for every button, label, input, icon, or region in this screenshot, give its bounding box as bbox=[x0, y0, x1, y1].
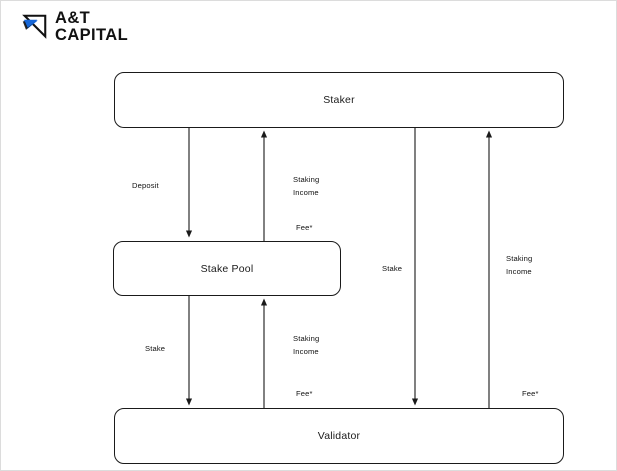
brand-logo: A&T CAPITAL bbox=[19, 10, 128, 43]
brand-wordmark: A&T CAPITAL bbox=[55, 10, 128, 43]
edge-label-fee-pool-to-staker: Fee* bbox=[296, 223, 313, 232]
edge-label-staking-income-validator-to-pool: Staking Income bbox=[293, 332, 319, 358]
node-staker[interactable]: Staker bbox=[114, 72, 564, 128]
brand-line-1: A&T bbox=[55, 9, 91, 27]
edge-label-deposit: Deposit bbox=[132, 181, 159, 190]
at-capital-logo-mark-icon bbox=[22, 14, 47, 39]
edge-label-line-staking: Staking bbox=[293, 334, 320, 343]
edge-label-line-income: Income bbox=[506, 267, 532, 276]
edge-label-staking-income-validator-to-staker: Staking Income bbox=[506, 252, 532, 278]
edge-label-line-income: Income bbox=[293, 188, 319, 197]
brand-line-2: CAPITAL bbox=[55, 25, 129, 44]
node-validator[interactable]: Validator bbox=[114, 408, 564, 464]
edge-label-staking-income-pool-to-staker: Staking Income bbox=[293, 173, 319, 199]
edge-label-line-staking: Staking bbox=[506, 254, 533, 263]
edge-label-stake-staker-to-validator: Stake bbox=[382, 264, 403, 273]
node-validator-label: Validator bbox=[317, 430, 361, 442]
node-stake-pool-label: Stake Pool bbox=[200, 262, 254, 275]
node-stake-pool[interactable]: Stake Pool bbox=[113, 241, 341, 296]
edge-label-line-staking: Staking bbox=[293, 175, 320, 184]
edge-label-line-income: Income bbox=[293, 347, 319, 356]
edge-label-fee-validator-to-pool: Fee* bbox=[296, 389, 313, 398]
node-staker-label: Staker bbox=[323, 94, 355, 106]
edge-label-fee-validator-to-staker: Fee* bbox=[522, 389, 539, 398]
edge-label-stake-pool-to-validator: Stake bbox=[145, 344, 166, 353]
